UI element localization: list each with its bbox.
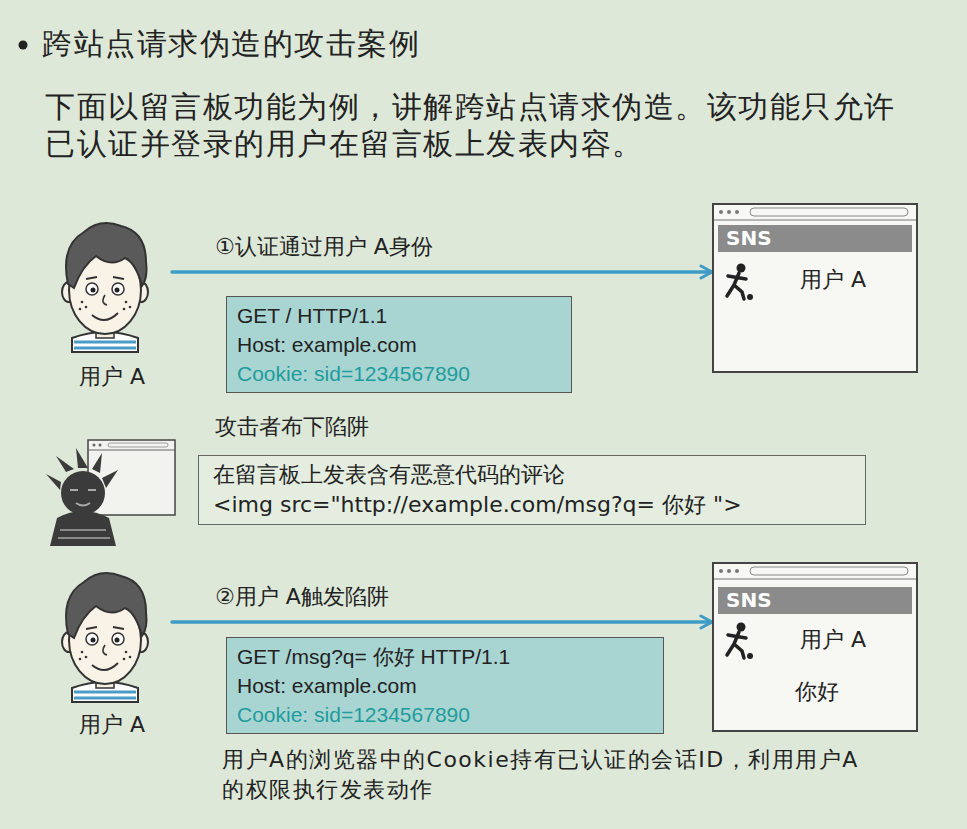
intro-text: 下面以留言板功能为例，讲解跨站点请求伪造。该功能只允许已认证并登录的用户在留言板… — [45, 88, 915, 162]
user-figure-box: 用户 A — [52, 560, 172, 740]
step-label: ②用户 A触发陷阱 — [215, 582, 389, 612]
attacker-figure — [46, 440, 175, 546]
comment-box: 在留言板上发表含有恶意代码的评论<img src="http://example… — [198, 455, 866, 525]
browser-window — [712, 562, 918, 732]
request-line: Host: example.com — [237, 330, 561, 359]
page-text: 你好 — [795, 677, 839, 707]
browser-window — [712, 203, 918, 373]
http-request-box: GET / HTTP/1.1Host: example.comCookie: s… — [226, 296, 572, 393]
user-figure — [62, 223, 148, 352]
comment-text: 在留言板上发表含有恶意代码的评论 — [213, 460, 851, 490]
user-name: 用户 A — [52, 362, 172, 392]
heading: 跨站点请求伪造的攻击案例 — [42, 24, 420, 64]
site-banner: SNS — [718, 587, 912, 614]
request-line: GET / HTTP/1.1 — [237, 301, 561, 330]
browser-window: SNS 用户 A — [712, 203, 918, 373]
request-line: GET /msg?q= 你好 HTTP/1.1 — [237, 642, 653, 671]
user-figure-box: 用户 A — [52, 212, 172, 392]
note: 用户A的浏览器中的Cookie持有已认证的会话ID，利用用户A的权限执行发表动作 — [222, 745, 882, 805]
note: 攻击者布下陷阱 — [215, 412, 369, 442]
request-arrow — [172, 620, 712, 624]
request-arrow — [172, 270, 712, 274]
site-banner: SNS — [718, 225, 912, 252]
request-line: Cookie: sid=1234567890 — [237, 359, 561, 388]
browser-window: SNS 用户 A 你好 — [712, 562, 918, 732]
bullet — [19, 41, 28, 50]
comment-text: <img src="http://example.com/msg?q= 你好 "… — [213, 490, 851, 520]
user-figure — [62, 573, 148, 702]
page-text: 用户 A — [800, 265, 866, 295]
request-line: Cookie: sid=1234567890 — [237, 700, 653, 729]
step-label: ①认证通过用户 A身份 — [215, 232, 433, 262]
http-request-box: GET /msg?q= 你好 HTTP/1.1Host: example.com… — [226, 637, 664, 734]
user-name: 用户 A — [52, 710, 172, 740]
request-line: Host: example.com — [237, 671, 653, 700]
page-text: 用户 A — [800, 625, 866, 655]
